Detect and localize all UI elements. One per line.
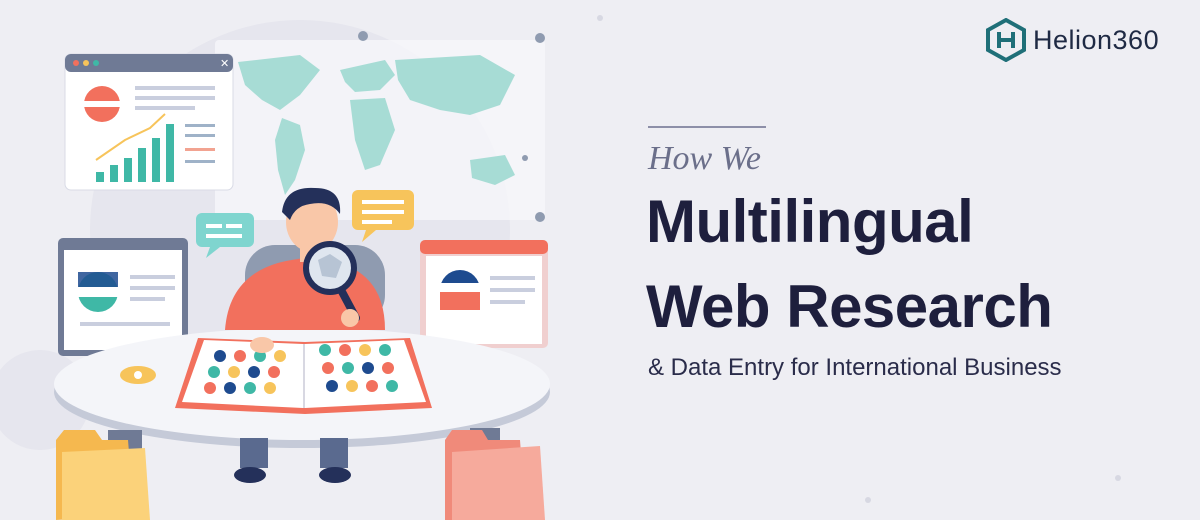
brand-name: Helion360 xyxy=(1033,24,1160,55)
message-bubble-icon xyxy=(352,190,414,242)
folder-icon xyxy=(56,430,150,520)
brand-logo[interactable]: Helion360 xyxy=(985,18,1159,62)
headline-line-2: Web Research xyxy=(646,273,1053,340)
chat-bubble-icon xyxy=(196,213,254,258)
analytics-window: ✕ xyxy=(64,53,234,191)
folder-icon-coral xyxy=(445,430,545,520)
headline-subtitle: & Data Entry for International Business xyxy=(648,354,1062,381)
world-map-icon xyxy=(238,55,515,195)
headline-kicker: How We xyxy=(648,140,762,177)
svg-text:✕: ✕ xyxy=(220,58,229,70)
chat-icon xyxy=(120,366,156,384)
headline-line-1: Multilingual xyxy=(646,188,974,255)
left-monitor xyxy=(58,238,188,370)
language-icons xyxy=(204,344,398,394)
open-book-icon xyxy=(175,338,432,414)
hexagon-logo-icon xyxy=(986,18,1026,62)
title-divider xyxy=(648,126,766,128)
world-map-panel xyxy=(215,31,545,222)
right-monitor xyxy=(420,240,548,362)
bar-chart-icon xyxy=(96,124,174,182)
